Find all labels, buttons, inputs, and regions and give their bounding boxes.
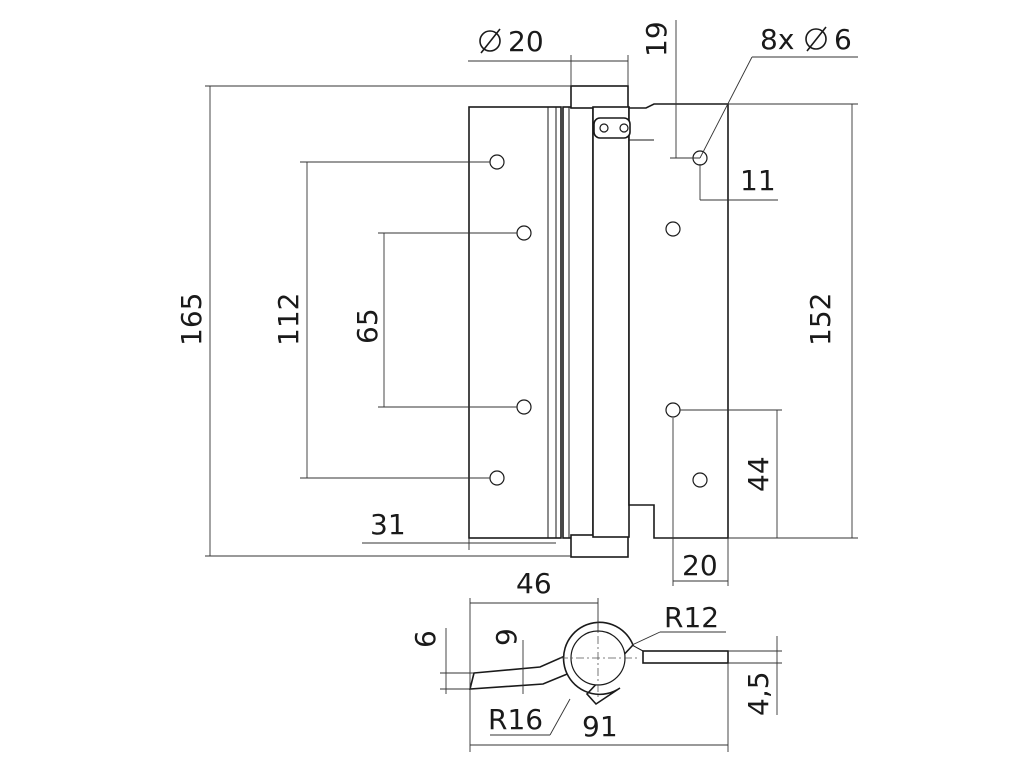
label-inner-hole-span: 65 — [351, 308, 384, 344]
hole-right-3 — [665, 402, 681, 418]
label-pin-diameter: 20 — [508, 25, 544, 58]
label-outer-hole-span: 112 — [272, 293, 305, 346]
section-left-leaf — [468, 650, 578, 690]
label-radius-knuckle: R12 — [664, 601, 719, 634]
label-hole-edge: 11 — [740, 164, 776, 197]
front-dimensions — [205, 20, 858, 586]
section-right-leaf — [642, 650, 729, 664]
right-barrel — [592, 106, 630, 538]
label-right-hole-offset: 20 — [682, 549, 718, 582]
label-offset-top: 19 — [640, 21, 673, 57]
label-radius-bend: R16 — [488, 703, 543, 736]
right-leaf — [628, 103, 729, 539]
label-section-width: 46 — [516, 567, 552, 600]
top-cap — [570, 85, 629, 109]
dimension-labels: 20 19 8x 6 11 165 112 65 152 44 31 20 46… — [175, 21, 852, 743]
spring-barrel — [562, 106, 594, 539]
pin-slot — [593, 117, 631, 139]
section-dimensions — [440, 598, 782, 752]
label-left-hole-offset: 31 — [370, 508, 406, 541]
bottom-cap — [570, 534, 629, 558]
label-leaf-thickness: 4,5 — [742, 671, 775, 716]
label-knuckle-offset: 9 — [490, 628, 523, 646]
label-total-height: 165 — [175, 293, 208, 346]
hole-left-4 — [489, 470, 505, 486]
hole-left-2 — [516, 225, 532, 241]
label-lower-hole: 44 — [742, 456, 775, 492]
label-holes-diameter: 6 — [834, 23, 852, 56]
hole-right-2 — [665, 221, 681, 237]
hole-left-1 — [489, 154, 505, 170]
front-view — [468, 85, 729, 558]
diameter-icon — [805, 26, 827, 52]
hole-right-4 — [692, 472, 708, 488]
section-view — [468, 620, 729, 706]
hole-left-3 — [516, 399, 532, 415]
label-overall-width: 91 — [582, 710, 618, 743]
label-leaf-offset: 6 — [409, 630, 442, 648]
diameter-icon — [479, 28, 501, 54]
label-holes-spec: 8x — [760, 23, 794, 56]
label-leaf-height: 152 — [804, 293, 837, 346]
left-leaf — [468, 106, 562, 539]
